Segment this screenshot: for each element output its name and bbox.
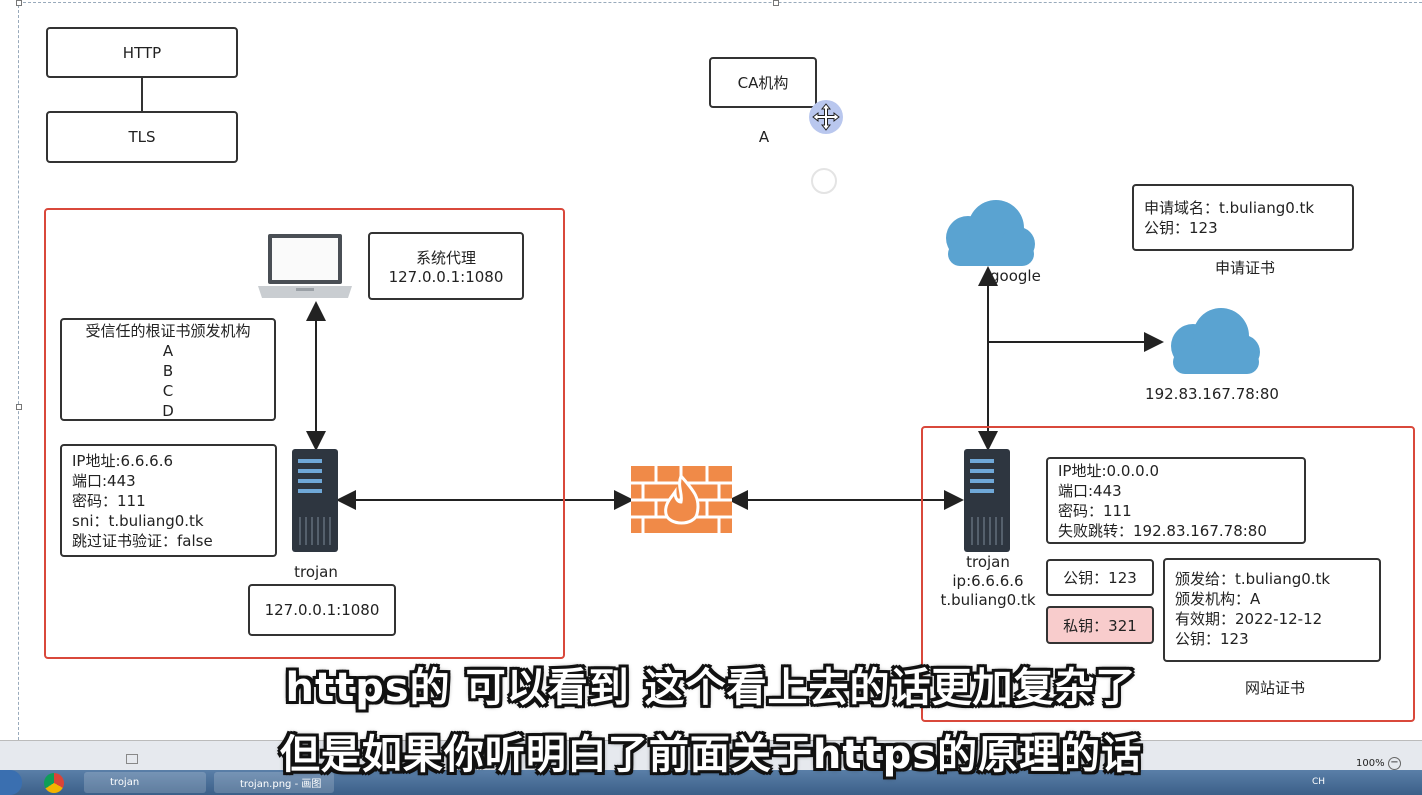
- http-box: HTTP: [46, 27, 238, 78]
- taskbar-item-paint[interactable]: trojan.png - 画图: [214, 772, 334, 793]
- scroll-left-button[interactable]: [126, 754, 138, 764]
- local-address-box: 127.0.0.1:1080: [248, 584, 396, 636]
- server-config-ip: IP地址:0.0.0.0: [1058, 462, 1160, 480]
- ca-box: CA机构: [709, 57, 817, 108]
- start-button[interactable]: [0, 770, 22, 795]
- server-config-password: 密码：111: [1058, 502, 1132, 520]
- fallback-address-label: 192.83.167.78:80: [1145, 385, 1279, 403]
- http-label: HTTP: [122, 43, 162, 62]
- private-key-box: 私钥：321: [1046, 606, 1154, 644]
- google-cloud-icon: [946, 200, 1035, 266]
- system-proxy-title: 系统代理: [415, 248, 476, 267]
- server-config-port: 端口:443: [1058, 482, 1122, 500]
- cert-request-box: 申请域名：t.buliang0.tk 公钥：123: [1132, 184, 1354, 251]
- site-cert-box: 颁发给：t.buliang0.tk 颁发机构：A 有效期：2022-12-12 …: [1163, 558, 1381, 662]
- taskbar-item-paint-label: trojan.png - 画图: [240, 779, 322, 790]
- client-config-port: 端口:443: [72, 472, 136, 490]
- trusted-ca-item: D: [162, 402, 174, 420]
- resize-handle[interactable]: [16, 404, 22, 410]
- trusted-ca-item: C: [162, 382, 174, 400]
- public-key-label: 公钥：123: [1063, 569, 1137, 587]
- trusted-root-ca-box: 受信任的根证书颁发机构 A B C D: [60, 318, 276, 421]
- site-cert-issuer: 颁发机构：A: [1175, 590, 1261, 608]
- taskbar-item-folder-label: trojan: [110, 777, 140, 788]
- trusted-root-ca-title: 受信任的根证书颁发机构: [85, 322, 251, 340]
- laptop-icon: [258, 234, 352, 298]
- guide-line-horizontal: [18, 2, 1422, 3]
- client-config-box: IP地址:6.6.6.6 端口:443 密码：111 sni：t.buliang…: [60, 444, 277, 557]
- server-group: [921, 426, 1415, 722]
- trojan-server-domain: t.buliang0.tk: [940, 591, 1036, 609]
- cert-request-public-key: 公钥：123: [1144, 219, 1218, 237]
- input-language[interactable]: CH: [1312, 777, 1326, 787]
- client-config-password: 密码：111: [72, 492, 146, 510]
- chrome-icon[interactable]: [44, 773, 64, 793]
- trusted-ca-item: B: [162, 362, 174, 380]
- system-proxy-box: 系统代理 127.0.0.1:1080: [368, 232, 524, 300]
- trusted-ca-item: A: [162, 342, 174, 360]
- firewall-icon: [631, 466, 732, 533]
- system-proxy-address: 127.0.0.1:1080: [388, 267, 504, 286]
- click-ring-icon: [811, 168, 837, 194]
- trojan-server-name: trojan: [966, 553, 1010, 571]
- tls-label: TLS: [128, 128, 156, 146]
- public-key-box: 公钥：123: [1046, 559, 1154, 596]
- guide-line-vertical: [18, 0, 19, 740]
- resize-handle[interactable]: [16, 0, 22, 6]
- site-cert-caption: 网站证书: [1244, 679, 1305, 697]
- status-bar: 100% −: [0, 740, 1422, 771]
- cert-request-caption: 申请证书: [1214, 259, 1275, 277]
- server-config-fallback: 失败跳转：192.83.167.78:80: [1058, 522, 1267, 540]
- tls-box: TLS: [46, 111, 238, 163]
- taskbar: trojan trojan.png - 画图 CH: [0, 770, 1422, 795]
- trojan-client-label: trojan: [294, 563, 338, 581]
- ca-label: CA机构: [737, 74, 789, 92]
- ca-name: A: [758, 128, 770, 146]
- server-config-box: IP地址:0.0.0.0 端口:443 密码：111 失败跳转：192.83.1…: [1046, 457, 1306, 544]
- cert-request-domain: 申请域名：t.buliang0.tk: [1144, 199, 1315, 217]
- resize-handle[interactable]: [773, 0, 779, 6]
- zoom-level: 100%: [1356, 758, 1385, 769]
- site-cert-issued-to: 颁发给：t.buliang0.tk: [1175, 570, 1331, 588]
- subtitle-line-1: https的 可以看到 这个看上去的话更加复杂了: [285, 665, 1137, 711]
- site-cert-public-key: 公钥：123: [1175, 630, 1249, 648]
- client-group: [44, 208, 565, 659]
- diagram-canvas: HTTP TLS CA机构 A 系统代理 127.0.0.1:1080 受信任的…: [16, 0, 1422, 740]
- client-config-skip-verify: 跳过证书验证：false: [72, 532, 213, 550]
- move-cursor-icon: [809, 100, 843, 134]
- trojan-client-server-icon: [292, 449, 338, 552]
- client-config-ip: IP地址:6.6.6.6: [72, 452, 174, 470]
- fallback-cloud-icon: [1171, 308, 1260, 374]
- site-cert-validity: 有效期：2022-12-12: [1175, 610, 1323, 628]
- trojan-server-icon: [964, 449, 1010, 552]
- client-config-sni: sni：t.buliang0.tk: [72, 512, 204, 530]
- taskbar-item-folder[interactable]: trojan: [84, 772, 206, 793]
- zoom-out-button[interactable]: −: [1388, 757, 1401, 770]
- trojan-server-ip: ip:6.6.6.6: [952, 572, 1024, 590]
- subtitle-line-2: 但是如果你听明白了前面关于https的原理的话: [279, 732, 1143, 778]
- local-address-label: 127.0.0.1:1080: [264, 601, 380, 619]
- private-key-label: 私钥：321: [1063, 616, 1137, 635]
- google-label: google: [990, 267, 1041, 285]
- trojan-server-label: trojan ip:6.6.6.6 t.buliang0.tk: [928, 553, 1048, 610]
